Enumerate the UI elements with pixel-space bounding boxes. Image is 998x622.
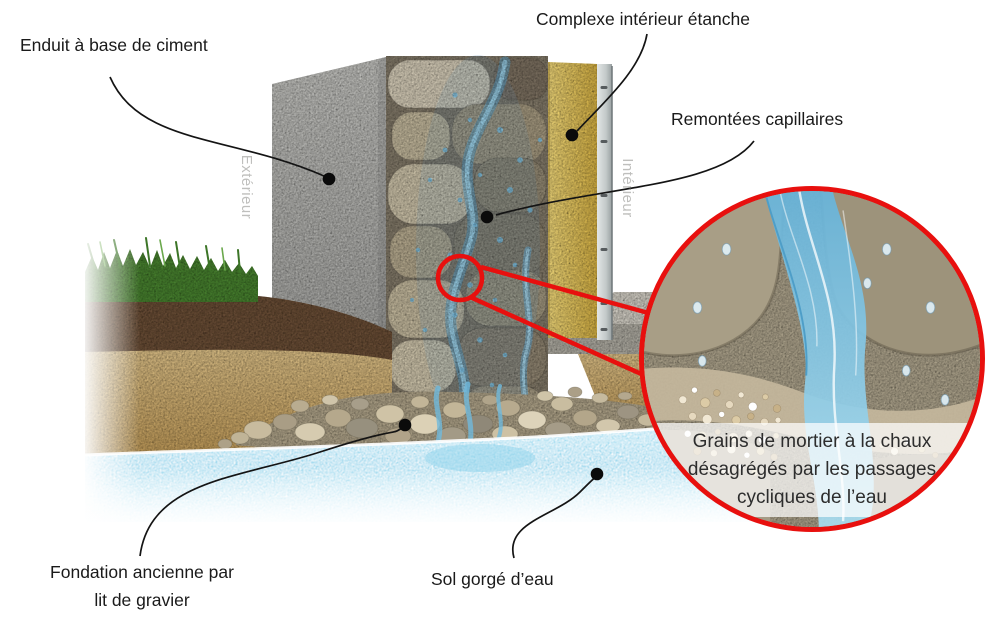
dot-complexe [565, 128, 579, 142]
leader-remontees [495, 140, 755, 216]
magnifier-marker [435, 253, 653, 380]
zoom-line-top [480, 264, 653, 317]
label-fondation-line1: Fondation ancienne par [50, 562, 234, 582]
inset-caption-line1: Grains de mortier à la chaux [692, 431, 932, 452]
callout-dots [322, 128, 604, 481]
dot-enduit [322, 172, 336, 186]
magnifier-inset: Grains de mortier à la chaux désagrégés … [639, 186, 985, 532]
label-interieur: Intérieur [619, 158, 636, 218]
dot-remontees [480, 210, 494, 224]
label-sol: Sol gorgé d’eau [431, 569, 554, 589]
label-fondation: Fondation ancienne par lit de gravier [36, 558, 248, 614]
label-enduit: Enduit à base de ciment [20, 35, 208, 55]
insulation-layer [548, 62, 597, 338]
leader-complexe [576, 33, 648, 132]
zoom-source-circle [435, 253, 485, 303]
leader-lines [109, 33, 755, 559]
inset-droplets [692, 242, 950, 406]
exterior-render-wall [272, 57, 386, 346]
inset-caption-line2: désagrégés par les passages [687, 459, 937, 480]
leader-enduit [109, 76, 325, 177]
zoom-line-bottom [469, 294, 649, 380]
label-complexe: Complexe intérieur étanche [536, 9, 751, 29]
leader-fondation [139, 427, 403, 557]
inset-caption-line3: cycliques de l’eau [737, 487, 887, 508]
label-remontees: Remontées capillaires [671, 109, 844, 129]
dot-sol [590, 467, 604, 481]
label-exterieur: Extérieur [238, 154, 255, 220]
dot-fondation [398, 418, 412, 432]
inset-caption: Grains de mortier à la chaux désagrégés … [644, 423, 980, 517]
stone-wall [386, 55, 549, 476]
label-fondation-line2: lit de gravier [94, 590, 190, 610]
